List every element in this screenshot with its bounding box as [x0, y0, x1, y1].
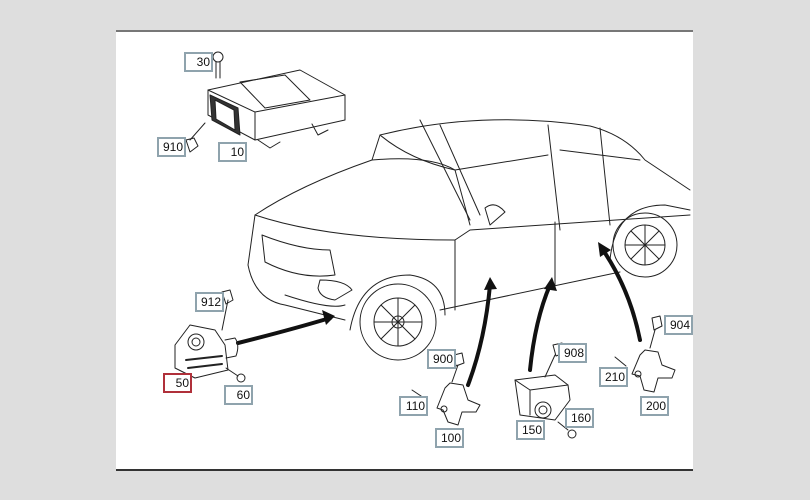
- impact-sensor-50: [174, 289, 239, 379]
- bolt-30: [212, 51, 224, 79]
- callout-10[interactable]: 10: [218, 142, 247, 162]
- airbag-control-unit: [185, 69, 346, 153]
- callout-150[interactable]: 150: [516, 420, 545, 440]
- arrow-heads: [322, 242, 611, 325]
- vehicle-outline: [247, 119, 691, 361]
- callout-912[interactable]: 912: [195, 292, 224, 312]
- callout-210[interactable]: 210: [599, 367, 628, 387]
- sensor-200: [614, 315, 676, 393]
- callout-100[interactable]: 100: [435, 428, 464, 448]
- callout-904[interactable]: 904: [664, 315, 693, 335]
- sensor-150: [514, 342, 577, 439]
- screw-60: [225, 367, 246, 383]
- location-arrows: [236, 248, 642, 387]
- callout-200[interactable]: 200: [640, 396, 669, 416]
- callout-110[interactable]: 110: [399, 396, 428, 416]
- callout-900[interactable]: 900: [427, 349, 456, 369]
- callout-160[interactable]: 160: [565, 408, 594, 428]
- callout-910[interactable]: 910: [157, 137, 186, 157]
- callout-50[interactable]: 50: [163, 373, 192, 393]
- callout-908[interactable]: 908: [558, 343, 587, 363]
- callout-30[interactable]: 30: [184, 52, 213, 72]
- callout-60[interactable]: 60: [224, 385, 253, 405]
